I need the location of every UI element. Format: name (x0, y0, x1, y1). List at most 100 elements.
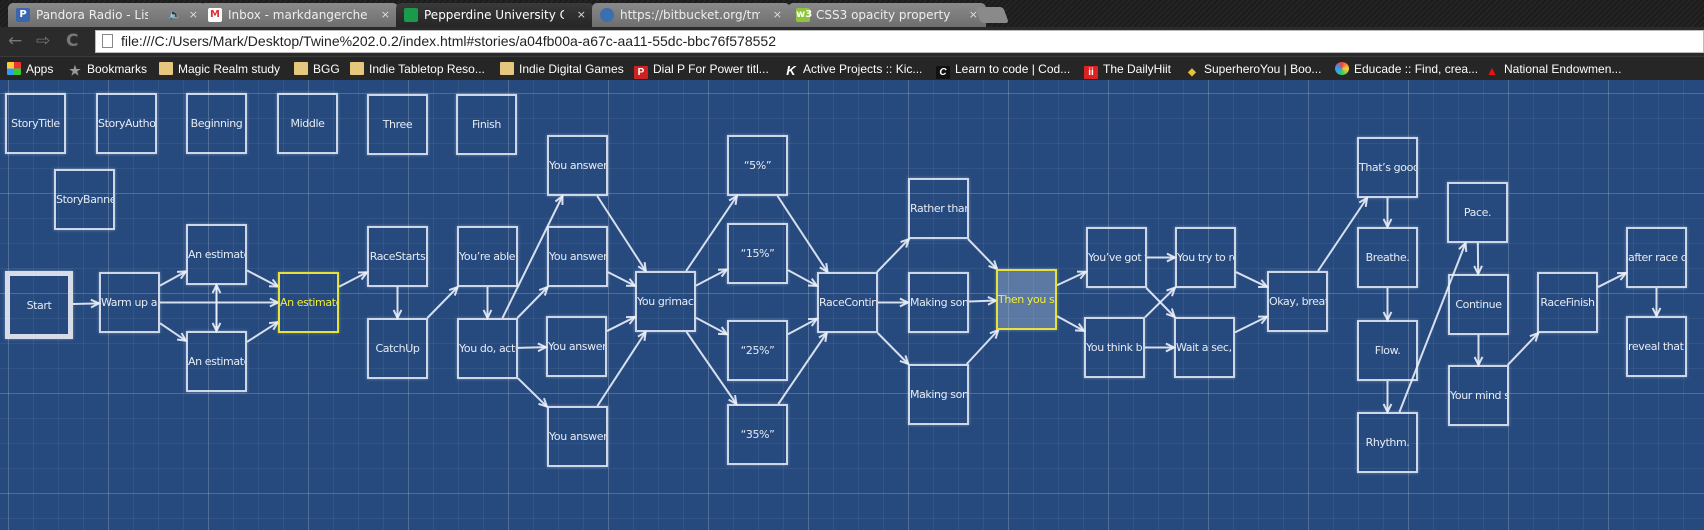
reload-button[interactable]: C (66, 31, 79, 51)
passage-card[interactable]: Rhythm. (1357, 412, 1418, 473)
passage-card[interactable]: Warm up an (99, 272, 160, 333)
tab-css3[interactable]: w3 CSS3 opacity property × (788, 3, 986, 27)
close-tab-icon[interactable]: × (576, 8, 586, 21)
folder-icon (294, 62, 308, 75)
link-arrow (1056, 270, 1089, 287)
passage-card[interactable]: Flow. (1357, 320, 1418, 381)
bookmarks-bar: Apps ★Bookmarks Magic Realm study BGG In… (0, 56, 1704, 81)
passage-card[interactable]: StoryTitle (5, 93, 66, 154)
passage-card[interactable]: Middle (277, 93, 338, 154)
passage-card[interactable]: Rather than (908, 178, 969, 239)
close-tab-icon[interactable]: × (772, 8, 782, 21)
passage-card[interactable]: You answer “ (547, 135, 608, 196)
passage-card[interactable]: Wait a sec, y (1174, 317, 1235, 378)
bookmark-label: Indie Digital Games (519, 62, 624, 76)
passage-card[interactable]: An estimate (186, 331, 247, 392)
close-tab-icon[interactable]: × (968, 8, 978, 21)
passage-card[interactable]: RaceFinish (1537, 272, 1598, 333)
link-arrow (1382, 381, 1393, 415)
tab-title: Pepperdine University Coa (424, 8, 564, 22)
passage-card[interactable]: You’ve got to (1086, 227, 1147, 288)
url-text[interactable]: file:///C:/Users/Mark/Desktop/Twine%202.… (121, 33, 776, 49)
bookmark-superhero[interactable]: ◆SuperheroYou | Boo... (1185, 57, 1321, 81)
apps-grid-icon (7, 62, 21, 75)
passage-card[interactable]: Finish (456, 94, 517, 155)
passage-card[interactable]: RaceStarts (367, 226, 428, 287)
passage-card[interactable]: An estimate (186, 224, 247, 285)
tab-pepperdine[interactable]: Pepperdine University Coa × (396, 3, 594, 27)
passage-card[interactable]: Making som (908, 272, 969, 333)
passage-card[interactable]: StoryBanner (54, 169, 115, 230)
passage-card[interactable]: That’s good, (1357, 137, 1418, 198)
passage-card[interactable]: You answer “ (547, 226, 608, 287)
passage-card[interactable]: Three (367, 94, 428, 155)
new-tab-button[interactable] (975, 7, 1009, 23)
bookmark-dailyhiit[interactable]: ii The DailyHiit (1084, 57, 1171, 81)
address-bar[interactable]: file:///C:/Users/Mark/Desktop/Twine%202.… (95, 30, 1704, 53)
link-arrow (160, 297, 281, 308)
passage-card[interactable]: You do, actu (457, 318, 518, 379)
dailyhiit-icon: ii (1084, 66, 1098, 79)
passage-card[interactable]: An estimate (278, 272, 339, 333)
audio-icon: 🔈 (168, 8, 182, 21)
passage-card[interactable]: RaceContinu (817, 272, 878, 333)
link-arrow (695, 316, 730, 336)
passage-card[interactable]: You grimace (635, 271, 696, 332)
passage-card[interactable]: “15%” (727, 223, 788, 284)
page-icon (102, 34, 113, 48)
link-arrow (966, 328, 1000, 365)
passage-card[interactable]: Making som (908, 364, 969, 425)
passage-card[interactable]: You think ba (1084, 317, 1145, 378)
bookmark-magic-realm[interactable]: Magic Realm study (159, 57, 280, 81)
passage-card[interactable]: Pace. (1447, 182, 1508, 243)
story-map-canvas[interactable]: StoryTitle StoryAuthor Beginning Middle Thre… (0, 80, 1704, 530)
folder-icon (159, 62, 173, 75)
passage-card[interactable]: Okay, breath (1267, 271, 1328, 332)
tab-title: CSS3 opacity property (816, 8, 951, 22)
toolbar: ← ⇨ C file:///C:/Users/Mark/Desktop/Twin… (0, 27, 1704, 56)
pepperdine-icon (404, 8, 418, 22)
back-button[interactable]: ← (8, 31, 23, 51)
passage-card[interactable]: You answer “ (547, 406, 608, 467)
passage-card[interactable]: reveal that t (1626, 316, 1687, 377)
bookmark-bookmarks[interactable]: ★Bookmarks (68, 57, 147, 81)
passage-card[interactable]: You try to re (1175, 227, 1236, 288)
bookmark-educade[interactable]: Educade :: Find, crea... (1335, 57, 1478, 81)
bookmark-label: Dial P For Power titl... (653, 62, 769, 76)
passage-card[interactable]: Your mind st (1448, 365, 1509, 426)
bookmark-national-endowment[interactable]: ▲National Endowmen... (1485, 57, 1621, 81)
passage-card[interactable]: “5%” (727, 135, 788, 196)
bookmark-indie-tabletop[interactable]: Indie Tabletop Reso... (350, 57, 485, 81)
link-arrow (777, 331, 828, 405)
bookmark-bgg[interactable]: BGG (294, 57, 340, 81)
passage-card[interactable]: StoryAuthor (96, 93, 157, 154)
bookmark-indie-digital[interactable]: Indie Digital Games (500, 57, 624, 81)
forward-button[interactable]: ⇨ (36, 31, 51, 51)
passage-card[interactable]: Beginning (186, 93, 247, 154)
passage-card[interactable]: “25%” (727, 320, 788, 381)
passage-card[interactable]: You’re able t (457, 226, 518, 287)
bookmark-label: The DailyHiit (1103, 62, 1172, 76)
tab-bitbucket[interactable]: https://bitbucket.org/tme × (592, 3, 790, 27)
passage-card[interactable]: CatchUp (367, 318, 428, 379)
tab-gmail[interactable]: M Inbox - markdangerchen@ × (200, 3, 398, 27)
link-arrow (1651, 288, 1662, 319)
bookmark-apps[interactable]: Apps (7, 57, 53, 81)
link-arrow (1056, 315, 1087, 332)
passage-card[interactable]: “35%” (727, 404, 788, 465)
passage-card[interactable]: Continue (1448, 274, 1509, 335)
passage-card[interactable]: You answer “ (546, 316, 607, 377)
passage-card[interactable]: Then you sp (996, 269, 1057, 330)
close-tab-icon[interactable]: × (188, 8, 198, 21)
tab-pandora[interactable]: P Pandora Radio - Listen to Free Interne… (8, 3, 206, 27)
passage-card[interactable]: Start (5, 271, 73, 339)
close-tab-icon[interactable]: × (380, 8, 390, 21)
passage-links (72, 193, 1662, 415)
passage-card[interactable]: after race ce (1626, 227, 1687, 288)
passage-card[interactable]: Breathe. (1357, 227, 1418, 288)
link-arrow (967, 238, 999, 271)
link-arrow (159, 270, 189, 287)
